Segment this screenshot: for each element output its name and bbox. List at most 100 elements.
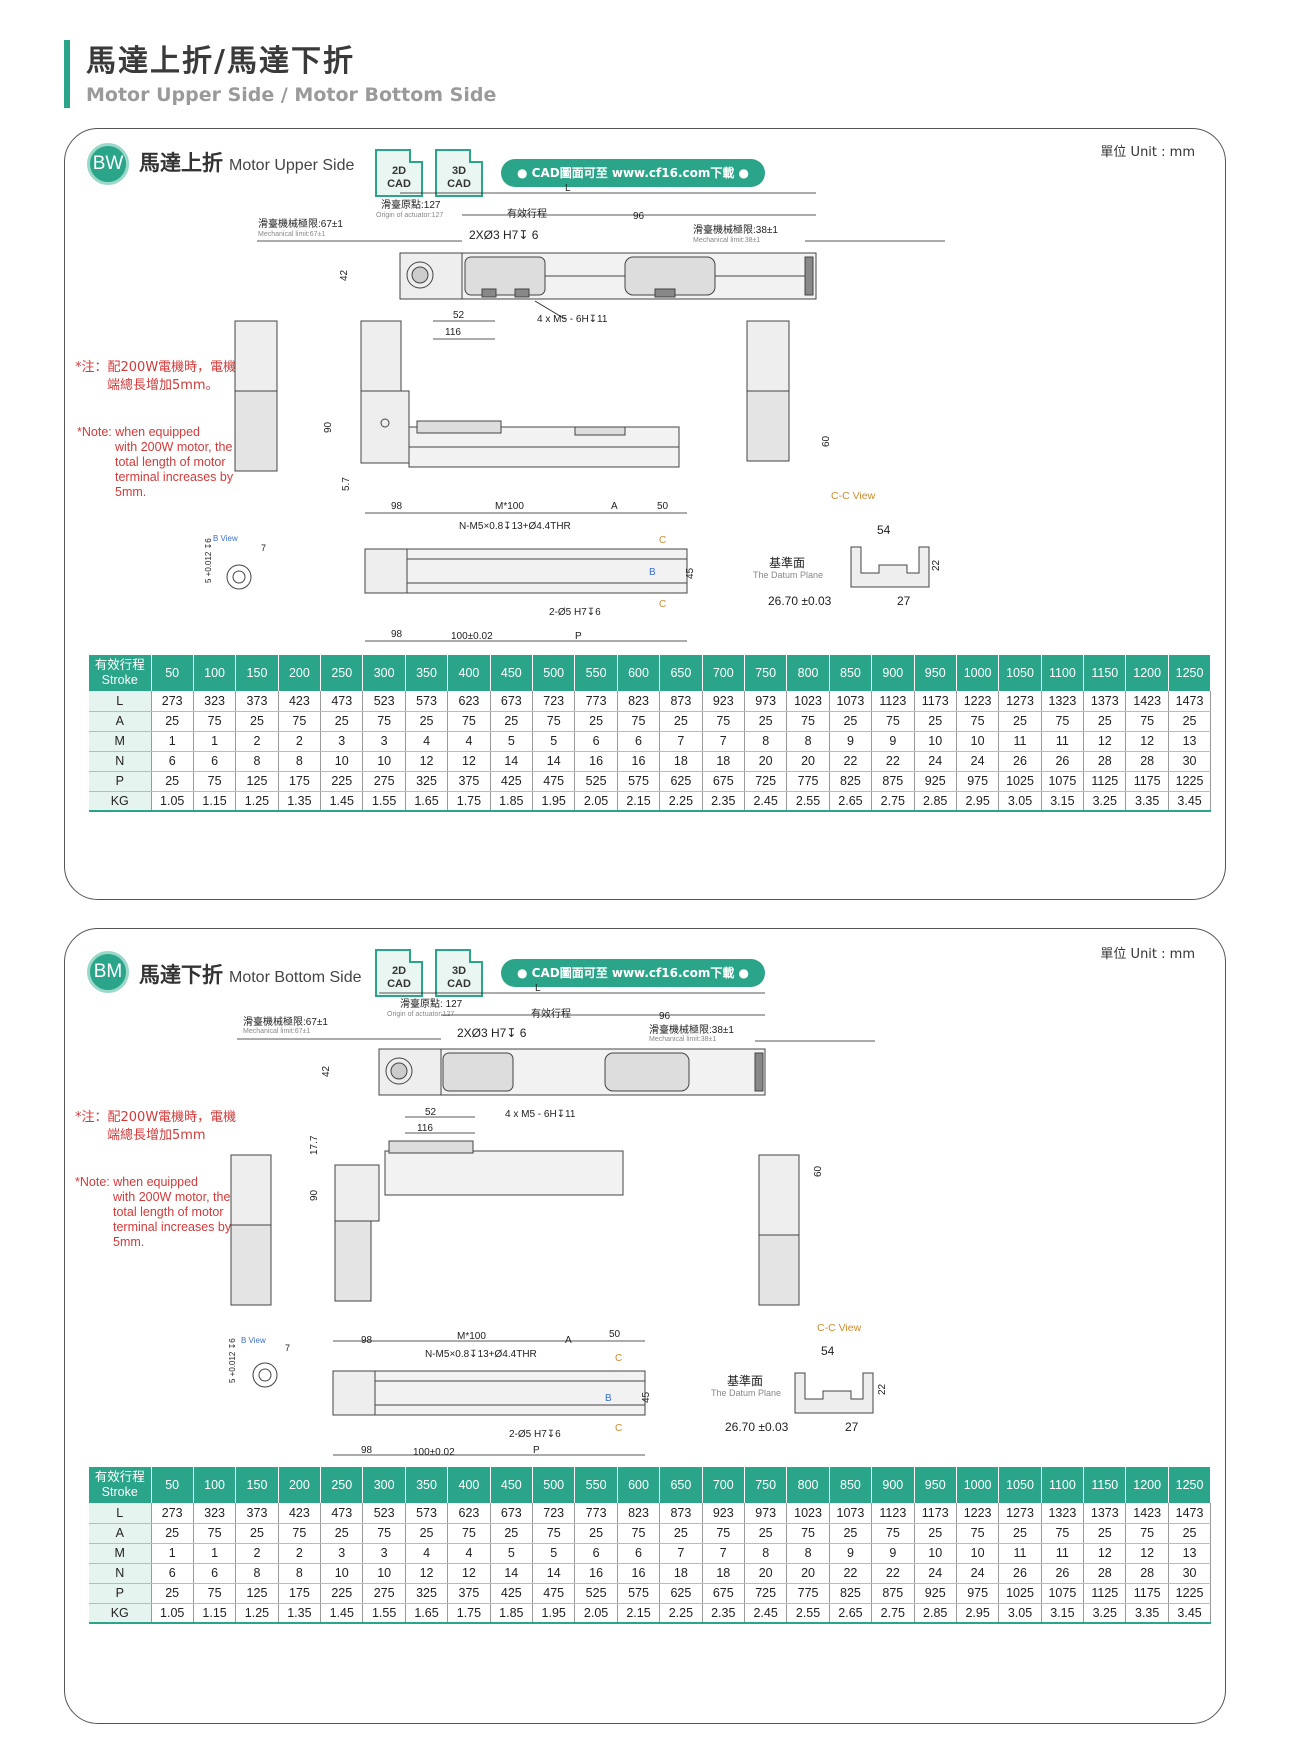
- stroke-column-header: 550: [574, 1467, 618, 1503]
- svg-text:Mechanical limit:38±1: Mechanical limit:38±1: [693, 237, 760, 244]
- table-cell: 523: [362, 1503, 406, 1524]
- table-cell: 16: [574, 751, 618, 772]
- svg-text:滑臺機械極限:38±1: 滑臺機械極限:38±1: [649, 1023, 734, 1036]
- section-title-en: Motor Upper Side: [229, 157, 355, 174]
- table-cell: 22: [829, 1563, 873, 1584]
- unit-label: 單位 Unit : mm: [1100, 947, 1195, 962]
- table-cell: 1.15: [193, 791, 237, 812]
- table-cell: 25: [405, 1523, 449, 1544]
- cc-view-label: C-C View: [831, 490, 876, 502]
- svg-text:26.70 ±0.03: 26.70 ±0.03: [768, 594, 832, 608]
- stroke-column-header: 1250: [1168, 1467, 1212, 1503]
- table-cell: 623: [447, 1503, 491, 1524]
- table-cell: 4: [405, 1543, 449, 1564]
- svg-text:54: 54: [821, 1344, 835, 1358]
- cad-download-link[interactable]: ● CAD圖面可至 www.cf16.com下載 ●: [501, 959, 766, 987]
- table-cell: 75: [532, 1523, 576, 1544]
- svg-text:45: 45: [641, 1391, 652, 1403]
- row-label: M: [89, 1543, 152, 1564]
- table-cell: 225: [320, 1583, 364, 1604]
- table-cell: 1.35: [278, 1603, 322, 1624]
- table-cell: 325: [405, 771, 449, 792]
- cad-download-link[interactable]: ● CAD圖面可至 www.cf16.com下載 ●: [501, 159, 766, 187]
- table-cell: 10: [320, 751, 364, 772]
- table-cell: 2.35: [702, 1603, 745, 1624]
- table-cell: 75: [871, 1523, 915, 1544]
- page-subtitle: Motor Upper Side / Motor Bottom Side: [86, 84, 497, 106]
- stroke-column-header: 1000: [956, 1467, 1000, 1503]
- table-cell: 75: [617, 1523, 661, 1544]
- svg-text:有效行程: 有效行程: [507, 207, 547, 220]
- table-cell: 26: [1041, 1563, 1085, 1584]
- table-cell: 1323: [1041, 1503, 1085, 1524]
- table-cell: 28: [1125, 1563, 1169, 1584]
- table-cell: 3: [320, 731, 364, 752]
- table-cell: 875: [871, 771, 915, 792]
- table-cell: 323: [193, 1503, 237, 1524]
- table-cell: 4: [405, 731, 449, 752]
- table-cell: 725: [744, 771, 788, 792]
- table-cell: 25: [151, 1583, 194, 1604]
- svg-text:42: 42: [339, 269, 350, 281]
- svg-text:52: 52: [453, 310, 465, 321]
- table-cell: 10: [320, 1563, 364, 1584]
- table-cell: 625: [659, 1583, 703, 1604]
- table-cell: 12: [447, 751, 491, 772]
- table-cell: 6: [151, 1563, 194, 1584]
- table-cell: 8: [786, 1543, 830, 1564]
- table-cell: 25: [1083, 711, 1127, 732]
- table-cell: 2: [235, 1543, 279, 1564]
- table-cell: 1.95: [532, 791, 576, 812]
- table-cell: 1: [151, 731, 194, 752]
- row-label: N: [89, 751, 152, 772]
- table-cell: 11: [998, 1543, 1042, 1564]
- drawing-motor-bottom-side: L 滑臺原點: 127 Origin of actuator:127 有效行程 …: [228, 983, 888, 1458]
- table-cell: 1125: [1083, 771, 1127, 792]
- svg-text:2-Ø5 H7↧6: 2-Ø5 H7↧6: [549, 607, 601, 618]
- table-cell: 75: [193, 1583, 237, 1604]
- table-cell: 16: [617, 751, 661, 772]
- table-cell: 673: [490, 1503, 534, 1524]
- table-cell: 1223: [956, 1503, 1000, 1524]
- svg-text:Mechanical limit:67±1: Mechanical limit:67±1: [258, 231, 325, 238]
- table-cell: 823: [617, 1503, 661, 1524]
- table-cell: 26: [998, 751, 1042, 772]
- table-cell: 25: [151, 771, 194, 792]
- table-cell: 8: [744, 1543, 788, 1564]
- table-cell: 25: [490, 1523, 534, 1544]
- stroke-column-header: 250: [320, 1467, 364, 1503]
- table-cell: 2.75: [871, 791, 915, 812]
- svg-text:C: C: [615, 1423, 622, 1434]
- table-cell: 9: [829, 731, 873, 752]
- table-cell: 1075: [1041, 1583, 1085, 1604]
- svg-text:B: B: [605, 1393, 612, 1404]
- table-cell: 14: [532, 1563, 576, 1584]
- row-label: L: [89, 691, 152, 712]
- table-cell: 1.75: [447, 1603, 491, 1624]
- table-cell: 25: [1083, 1523, 1127, 1544]
- table-cell: 6: [151, 751, 194, 772]
- table-cell: 1.35: [278, 791, 322, 812]
- table-cell: 75: [702, 1523, 745, 1544]
- table-cell: 25: [744, 711, 788, 732]
- table-cell: 3.45: [1168, 791, 1212, 812]
- table-cell: 423: [278, 1503, 322, 1524]
- table-cell: 28: [1125, 751, 1169, 772]
- table-cell: 673: [490, 691, 534, 712]
- table-cell: 273: [151, 691, 194, 712]
- row-label: P: [89, 771, 152, 792]
- table-cell: 925: [914, 771, 957, 792]
